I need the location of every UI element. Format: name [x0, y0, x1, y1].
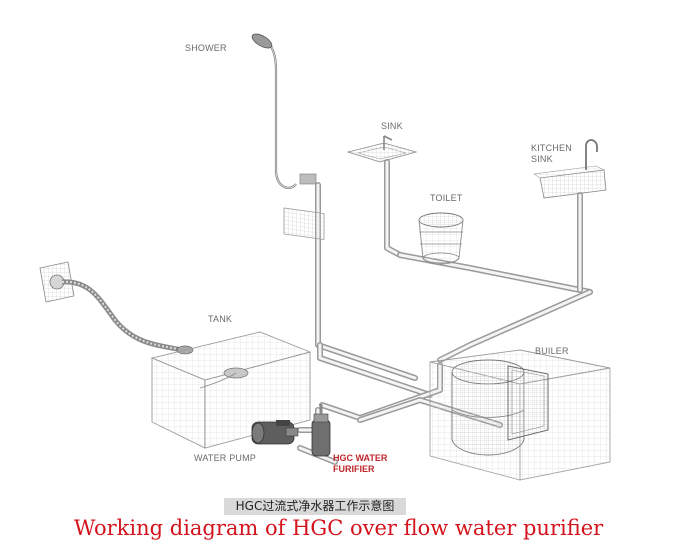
water-pump: [251, 420, 299, 445]
label-hgc-1: HGC WATER: [333, 453, 388, 463]
label-kitchen-sink-2: SINK: [531, 154, 553, 164]
label-builer: BUILER: [535, 346, 569, 356]
shower: [251, 33, 325, 240]
label-hgc-2: FURIFIER: [333, 464, 375, 474]
label-water-pump: WATER PUMP: [194, 453, 256, 463]
hgc-purifier: [311, 404, 331, 457]
wall-inlet: [39, 261, 194, 355]
label-sink: SINK: [381, 121, 403, 131]
sink: [346, 135, 418, 163]
label-tank: TANK: [208, 314, 232, 324]
caption-english: Working diagram of HGC over flow water p…: [73, 516, 604, 540]
caption-chinese: HGC过流式净水器工作示意图: [224, 498, 406, 515]
toilet: [418, 212, 464, 265]
boiler: [429, 349, 611, 481]
label-kitchen-sink-1: KITCHEN: [531, 143, 572, 153]
kitchen-sink: [533, 139, 607, 199]
label-toilet: TOILET: [430, 193, 463, 203]
label-shower: SHOWER: [185, 43, 227, 53]
